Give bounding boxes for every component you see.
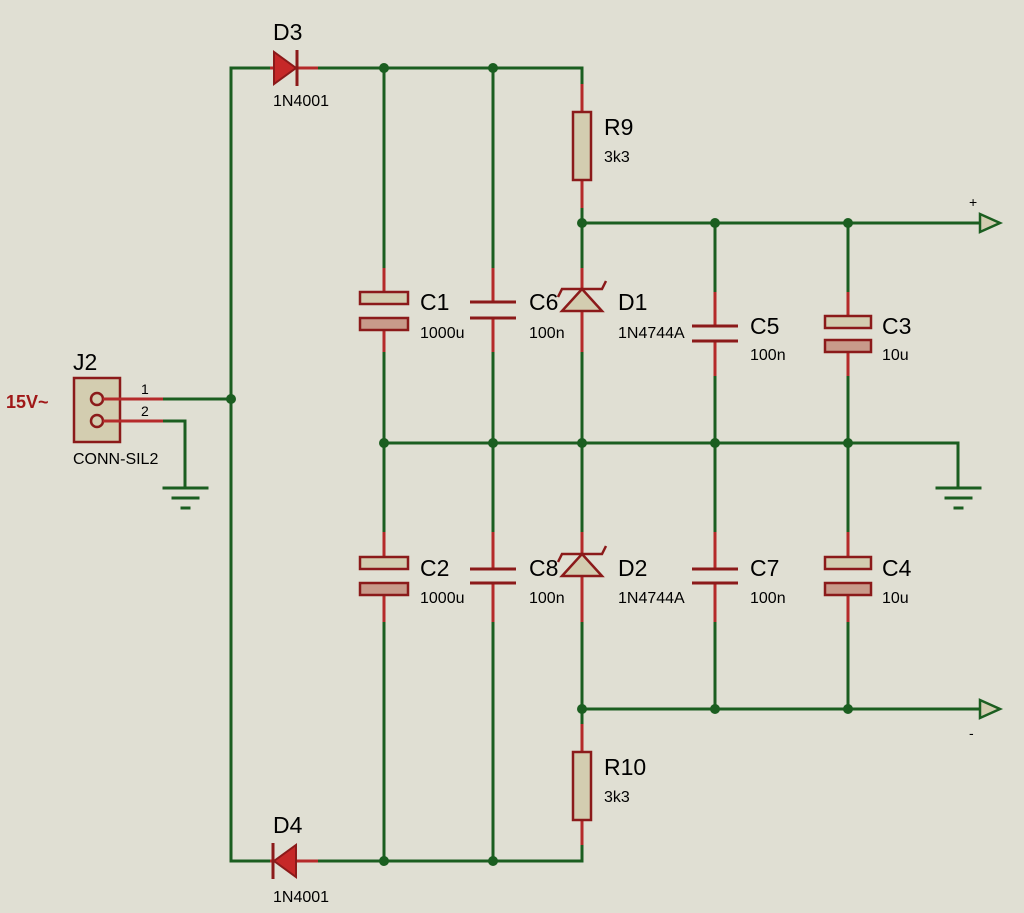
junction-dot (843, 438, 853, 448)
resistor-r10-value: 3k3 (604, 789, 630, 806)
diode-d4[interactable]: D4 1N4001 (270, 812, 329, 906)
capacitor-c1-ref: C1 (420, 289, 449, 315)
capacitor-c5[interactable]: C5 100n (692, 292, 786, 376)
capacitor-c7[interactable]: C7 100n (692, 532, 786, 622)
zener-d1-ref: D1 (618, 289, 647, 315)
connector-value: CONN-SIL2 (73, 451, 158, 468)
capacitor-c1-icon (358, 290, 410, 306)
capacitor-c3[interactable]: C3 10u (823, 292, 911, 376)
capacitor-c3-ref: C3 (882, 313, 911, 339)
zener-d2[interactable]: D2 1N4744A (556, 532, 685, 622)
junction-dot (488, 438, 498, 448)
diode-d4-value: 1N4001 (273, 889, 329, 906)
ground-icon (935, 486, 982, 510)
zener-d1-icon (559, 287, 605, 313)
pin-2-label: 2 (141, 403, 149, 419)
junction-dot (488, 856, 498, 866)
junction-dot (379, 438, 389, 448)
capacitor-c3-icon (823, 314, 873, 330)
wires (161, 66, 980, 863)
diode-d3-value: 1N4001 (273, 93, 329, 110)
diode-d3-icon (273, 50, 298, 86)
capacitor-c2-icon (358, 555, 410, 571)
junction-dot (577, 438, 587, 448)
resistor-r10-icon (571, 750, 593, 822)
connector-body (72, 376, 122, 444)
capacitor-c1[interactable]: C1 1000u (358, 268, 465, 352)
junction-dot (843, 218, 853, 228)
arrow-right-icon (978, 698, 1004, 720)
capacitor-c3-value: 10u (882, 347, 909, 364)
output-positive[interactable]: + (969, 194, 1004, 234)
zener-d1[interactable]: D1 1N4744A (556, 268, 685, 352)
zener-d2-ref: D2 (618, 555, 647, 581)
capacitor-c2[interactable]: C2 1000u (358, 532, 465, 622)
capacitor-c2-ref: C2 (420, 555, 449, 581)
ground-icon (162, 486, 209, 510)
junction-dot (710, 704, 720, 714)
output-negative-label: - (969, 725, 974, 741)
capacitor-c6[interactable]: C6 100n (470, 268, 565, 352)
pin-1-label: 1 (141, 381, 149, 397)
diode-d3[interactable]: D3 1N4001 (270, 19, 329, 110)
capacitor-c5-ref: C5 (750, 313, 779, 339)
capacitor-c1-value: 1000u (420, 325, 465, 342)
zener-d2-value: 1N4744A (618, 590, 685, 607)
resistor-r9[interactable]: R9 3k3 (571, 84, 633, 208)
connector-ref: J2 (73, 349, 97, 375)
junction-dot (577, 704, 587, 714)
junction-dot (379, 856, 389, 866)
capacitor-c4-value: 10u (882, 590, 909, 607)
zener-d1-value: 1N4744A (618, 325, 685, 342)
resistor-r10-ref: R10 (604, 754, 646, 780)
output-positive-label: + (969, 194, 977, 210)
capacitor-c7-ref: C7 (750, 555, 779, 581)
capacitor-c2-value: 1000u (420, 590, 465, 607)
diode-d4-icon (272, 843, 297, 879)
capacitor-c7-value: 100n (750, 590, 786, 607)
diode-d3-ref: D3 (273, 19, 302, 45)
capacitor-c8-ref: C8 (529, 555, 558, 581)
junction-dot (577, 218, 587, 228)
resistor-r10[interactable]: R10 3k3 (571, 724, 646, 845)
junction-dot (226, 394, 236, 404)
resistor-r9-value: 3k3 (604, 149, 630, 166)
capacitor-c4-icon (823, 555, 873, 571)
junction-dot (710, 218, 720, 228)
resistor-r9-ref: R9 (604, 114, 633, 140)
capacitor-c4[interactable]: C4 10u (823, 532, 912, 622)
junction-dot (379, 63, 389, 73)
diode-d4-ref: D4 (273, 812, 303, 838)
net-label-15v: 15V~ (6, 392, 49, 412)
junction-dot (710, 438, 720, 448)
capacitor-c5-value: 100n (750, 347, 786, 364)
connector-j2[interactable]: J2 CONN-SIL2 1 2 15V~ (6, 349, 163, 468)
junctions (226, 63, 853, 866)
capacitor-c6-value: 100n (529, 325, 565, 342)
output-negative[interactable]: - (969, 698, 1004, 741)
capacitor-c8[interactable]: C8 100n (470, 532, 565, 622)
capacitor-c8-value: 100n (529, 590, 565, 607)
resistor-r9-icon (571, 110, 593, 182)
junction-dot (843, 704, 853, 714)
junction-dot (488, 63, 498, 73)
arrow-right-icon (978, 212, 1004, 234)
capacitor-c6-ref: C6 (529, 289, 558, 315)
zener-d2-icon (559, 552, 605, 578)
capacitor-c4-ref: C4 (882, 555, 912, 581)
